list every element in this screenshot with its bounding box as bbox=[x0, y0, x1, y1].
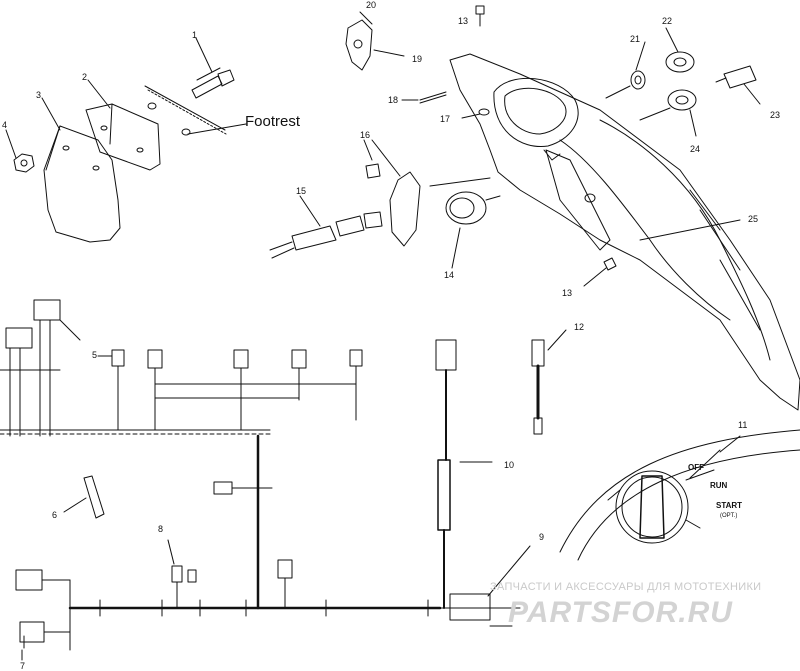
callout-9: 9 bbox=[539, 532, 544, 542]
switch-start-optional-label: (OPT.) bbox=[720, 513, 737, 519]
callout-5: 5 bbox=[92, 350, 97, 360]
callout-12: 12 bbox=[574, 322, 584, 332]
plug-part-15 bbox=[269, 211, 383, 259]
bolt-part bbox=[191, 67, 235, 99]
nut-part-22 bbox=[665, 51, 695, 73]
callout-13-bottom: 13 bbox=[562, 288, 572, 298]
watermark-tagline: ЗАПЧАСТИ И АКСЕССУАРЫ ДЛЯ МОТОТЕХНИКИ bbox=[490, 581, 761, 593]
callout-6: 6 bbox=[52, 510, 57, 520]
mounting-plate bbox=[85, 102, 191, 171]
ignition-panel-inset bbox=[559, 429, 800, 561]
footrest-label: Footrest bbox=[245, 113, 301, 130]
callout-labels: 1 2 3 4 5 6 7 8 9 10 11 12 13 13 14 15 1… bbox=[2, 0, 780, 671]
callout-18: 18 bbox=[388, 95, 398, 105]
nut-part-24 bbox=[667, 89, 697, 111]
callout-11: 11 bbox=[738, 420, 747, 430]
callout-16: 16 bbox=[360, 130, 370, 140]
callout-20: 20 bbox=[366, 0, 376, 10]
key-part-23 bbox=[715, 65, 757, 89]
callout-1: 1 bbox=[192, 30, 197, 40]
switch-position-labels: OFF RUN START (OPT.) bbox=[688, 463, 742, 519]
callout-21: 21 bbox=[630, 34, 640, 44]
footrest-edge bbox=[144, 85, 227, 135]
callout-2: 2 bbox=[82, 72, 87, 82]
bracket-part-20 bbox=[345, 11, 373, 71]
callout-8: 8 bbox=[158, 524, 163, 534]
callout-7: 7 bbox=[20, 661, 25, 671]
callout-22: 22 bbox=[662, 16, 672, 26]
watermark-brand: PARTSFOR.RU bbox=[508, 596, 733, 629]
callout-10: 10 bbox=[504, 460, 514, 470]
callout-15: 15 bbox=[296, 186, 306, 196]
ignition-switch-part-14 bbox=[445, 191, 501, 225]
callout-24: 24 bbox=[690, 144, 700, 154]
callout-25: 25 bbox=[748, 214, 758, 224]
callout-23: 23 bbox=[770, 110, 780, 120]
cap-part-16 bbox=[365, 163, 421, 247]
tube-part-6 bbox=[83, 475, 105, 519]
switch-off-label: OFF bbox=[688, 463, 704, 472]
callout-17: 17 bbox=[440, 114, 450, 124]
lead-part-12 bbox=[531, 329, 567, 435]
callout-13-top: 13 bbox=[458, 16, 468, 26]
nut-part bbox=[13, 153, 35, 173]
washer-part-21 bbox=[630, 70, 646, 90]
footrest-bracket bbox=[43, 125, 121, 243]
watermark: ЗАПЧАСТИ И АКСЕССУАРЫ ДЛЯ МОТОТЕХНИКИ PA… bbox=[490, 581, 761, 629]
grommet-part-17 bbox=[478, 108, 490, 116]
callout-14: 14 bbox=[444, 270, 454, 280]
screw-part-13-top bbox=[475, 5, 485, 27]
callout-3: 3 bbox=[36, 90, 41, 100]
switch-start-label: START bbox=[716, 501, 742, 510]
switch-run-label: RUN bbox=[710, 481, 728, 490]
wiring-harness bbox=[0, 299, 531, 661]
console-housing bbox=[449, 53, 800, 411]
callout-19: 19 bbox=[412, 54, 422, 64]
screw-part-13-bottom bbox=[603, 257, 617, 271]
callout-4: 4 bbox=[2, 120, 7, 130]
pin-part-18 bbox=[419, 91, 447, 104]
